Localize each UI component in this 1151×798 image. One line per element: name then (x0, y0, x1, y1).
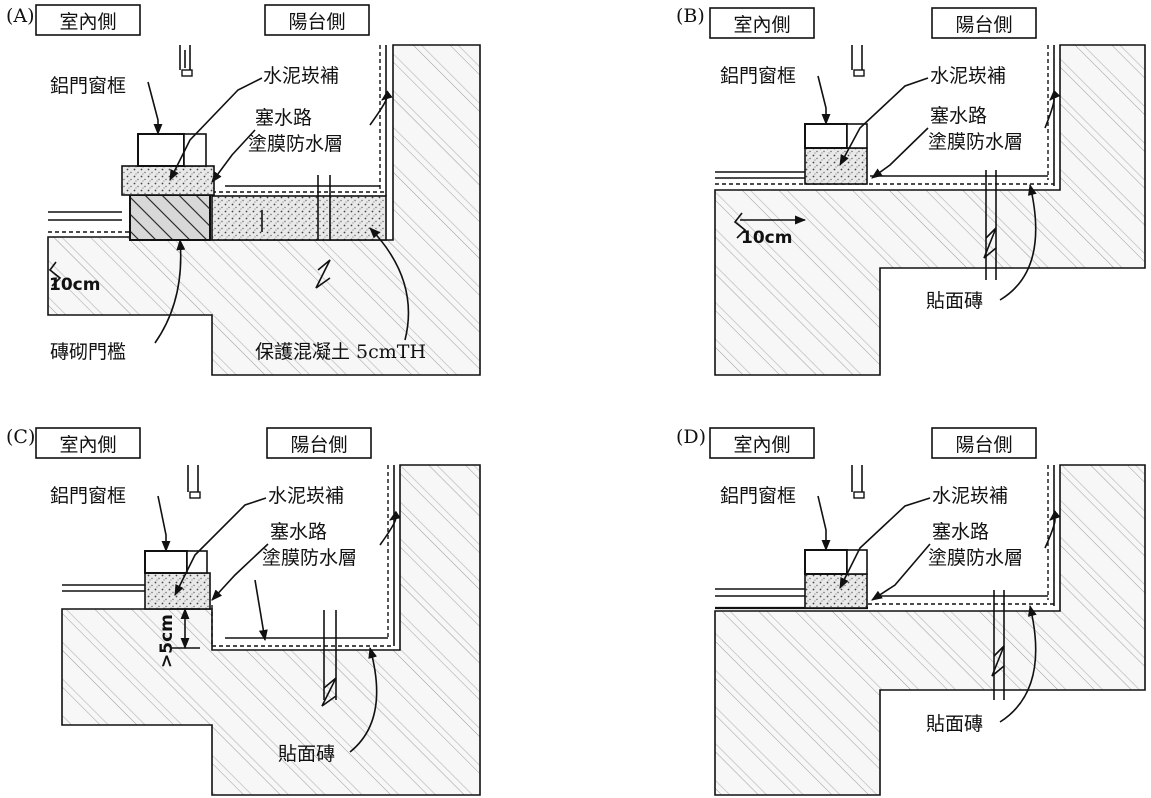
panel-d-header-left: 室內側 (733, 434, 790, 456)
panel-c-header-left-box (35, 427, 141, 459)
panel-b-frame-track (846, 123, 868, 149)
panel-a-header-left: 室內側 (59, 11, 116, 33)
panel-b-leader-frame (817, 75, 831, 126)
panel-d-leader-mortar (839, 497, 931, 590)
panel-b-concrete-slab (714, 44, 1146, 376)
panel-a-brick-threshold (129, 194, 211, 241)
panel-a-mortar-fill (121, 165, 215, 196)
panel-b-label-seal: 塞水路 (930, 105, 987, 127)
panel-c-header-right: 陽台側 (290, 434, 347, 456)
panel-b-label-frame: 鋁門窗框 (720, 65, 796, 87)
panel-b: (B) 室內側 陽台側 鋁門窗框 水泥崁補 塞水路 塗膜防水層 10cm 貼面磚 (676, 5, 1146, 376)
panel-c-leader-mortar (174, 497, 267, 597)
panel-a-dimension-mark (48, 261, 62, 287)
panel-a-aluminum-frame (137, 133, 185, 167)
panel-a-dimension: 10cm (49, 275, 100, 295)
panel-b-dimension-mark (733, 212, 747, 239)
panel-c-leader-tile (349, 646, 378, 753)
panel-c-letter: (C) (6, 426, 35, 448)
panel-c-header-right-box (266, 427, 372, 459)
panel-b-leader-membrane (1044, 89, 1061, 129)
panel-a-leader-frame (147, 81, 163, 136)
panel-c-label-seal: 塞水路 (270, 521, 327, 543)
panel-d-frame-track (846, 549, 868, 575)
panel-a-label-membrane: 塗膜防水層 (248, 132, 343, 155)
panel-a-header-right: 陽台側 (288, 11, 345, 33)
panel-a-leader-mortar (169, 77, 263, 182)
panel-d-header-right: 陽台側 (955, 434, 1012, 456)
panel-d-leader-membrane (1044, 510, 1061, 549)
panel-b-leader-seal (871, 127, 929, 179)
panel-c-label-membrane: 塗膜防水層 (262, 546, 357, 569)
panel-a-letter: (A) (6, 5, 35, 27)
panel-d: (D) 室內側 陽台側 鋁門窗框 水泥崁補 塞水路 塗膜防水層 貼面磚 (676, 426, 1146, 796)
panel-a-glass-bead (181, 69, 193, 77)
panel-c-dimension: >5cm (157, 614, 177, 668)
panel-a-leader-protection (369, 227, 410, 341)
panel-d-aluminum-frame (804, 549, 848, 575)
panel-d-label-tile: 貼面磚 (926, 713, 983, 735)
panel-c: (C) 室內側 陽台側 鋁門窗框 水泥崁補 塞水路 塗膜防水層 >5cm (6, 426, 481, 796)
panel-a-protection-concrete (211, 195, 387, 241)
panel-c-leader-seal (211, 543, 269, 601)
panel-a-leader-seal (211, 129, 256, 183)
panel-a-leader-brick (154, 238, 186, 344)
panel-a-label-bottom-left: 磚砌門檻 (50, 341, 126, 363)
panel-b-header-right-box (931, 7, 1037, 39)
panel-a-header-right-box (264, 4, 370, 36)
panel-b-dimension: 10cm (741, 228, 792, 248)
panel-c-leader-membrane (379, 510, 401, 546)
panel-d-letter: (D) (676, 426, 706, 448)
panel-d-leader-frame (817, 495, 831, 552)
panel-b-letter: (B) (676, 5, 705, 27)
panel-d-concrete-slab (714, 464, 1146, 796)
panel-d-header-left-box (709, 427, 815, 459)
panel-b-aluminum-frame (804, 123, 848, 149)
panel-c-label-tile: 貼面磚 (278, 743, 335, 765)
panel-b-leader-mortar (839, 77, 929, 166)
panel-b-leader-tile (999, 183, 1037, 301)
panel-a-label-frame: 鋁門窗框 (50, 75, 126, 97)
panel-b-label-mortar: 水泥崁補 (930, 65, 1006, 87)
panel-a-frame-track (183, 133, 207, 167)
panel-c-frame-track (186, 550, 208, 574)
panel-c-label-mortar: 水泥崁補 (268, 485, 344, 507)
panel-c-glass-bead (189, 491, 201, 499)
panel-b-label-membrane: 塗膜防水層 (928, 130, 1023, 153)
panel-d-header-right-box (931, 427, 1037, 459)
panel-d-label-mortar: 水泥崁補 (932, 485, 1008, 507)
panel-a-break-mark (315, 259, 331, 289)
panel-d-glass-bead (853, 491, 865, 499)
panel-c-leader-frame (157, 495, 171, 553)
panel-d-label-membrane: 塗膜防水層 (928, 546, 1023, 569)
panel-b-label-tile: 貼面磚 (926, 290, 983, 312)
panel-a-label-bottom-right: 保護混凝土 5cmTH (255, 341, 426, 363)
panel-d-leader-tile (999, 604, 1037, 723)
panel-d-label-frame: 鋁門窗框 (720, 485, 796, 507)
panel-c-concrete-slab (61, 464, 481, 796)
panel-a: (A) 室內側 陽台側 鋁門窗框 水泥崁補 (6, 4, 481, 376)
panel-c-aluminum-frame (144, 550, 188, 574)
panel-a-header-left-box (35, 4, 141, 36)
panel-d-label-seal: 塞水路 (932, 521, 989, 543)
panel-d-leader-seal (871, 543, 931, 601)
panel-c-label-frame: 鋁門窗框 (50, 485, 126, 507)
panel-b-header-right: 陽台側 (955, 14, 1012, 36)
panel-b-break-mark (983, 227, 997, 259)
panel-c-leader-membrane-floor (254, 579, 268, 642)
panel-b-header-left: 室內側 (733, 14, 790, 36)
panel-d-mortar-fill (804, 573, 868, 609)
panel-a-label-seal: 塞水路 (255, 107, 312, 129)
panel-c-break-mark (321, 677, 337, 707)
panel-a-leader-membrane (369, 90, 393, 126)
panel-d-break-mark (991, 645, 1005, 677)
panel-b-glass-bead (853, 69, 865, 77)
panel-b-mortar-fill (804, 147, 868, 185)
panel-b-header-left-box (709, 7, 815, 39)
panel-c-header-left: 室內側 (59, 434, 116, 456)
panel-a-label-mortar: 水泥崁補 (263, 65, 339, 87)
